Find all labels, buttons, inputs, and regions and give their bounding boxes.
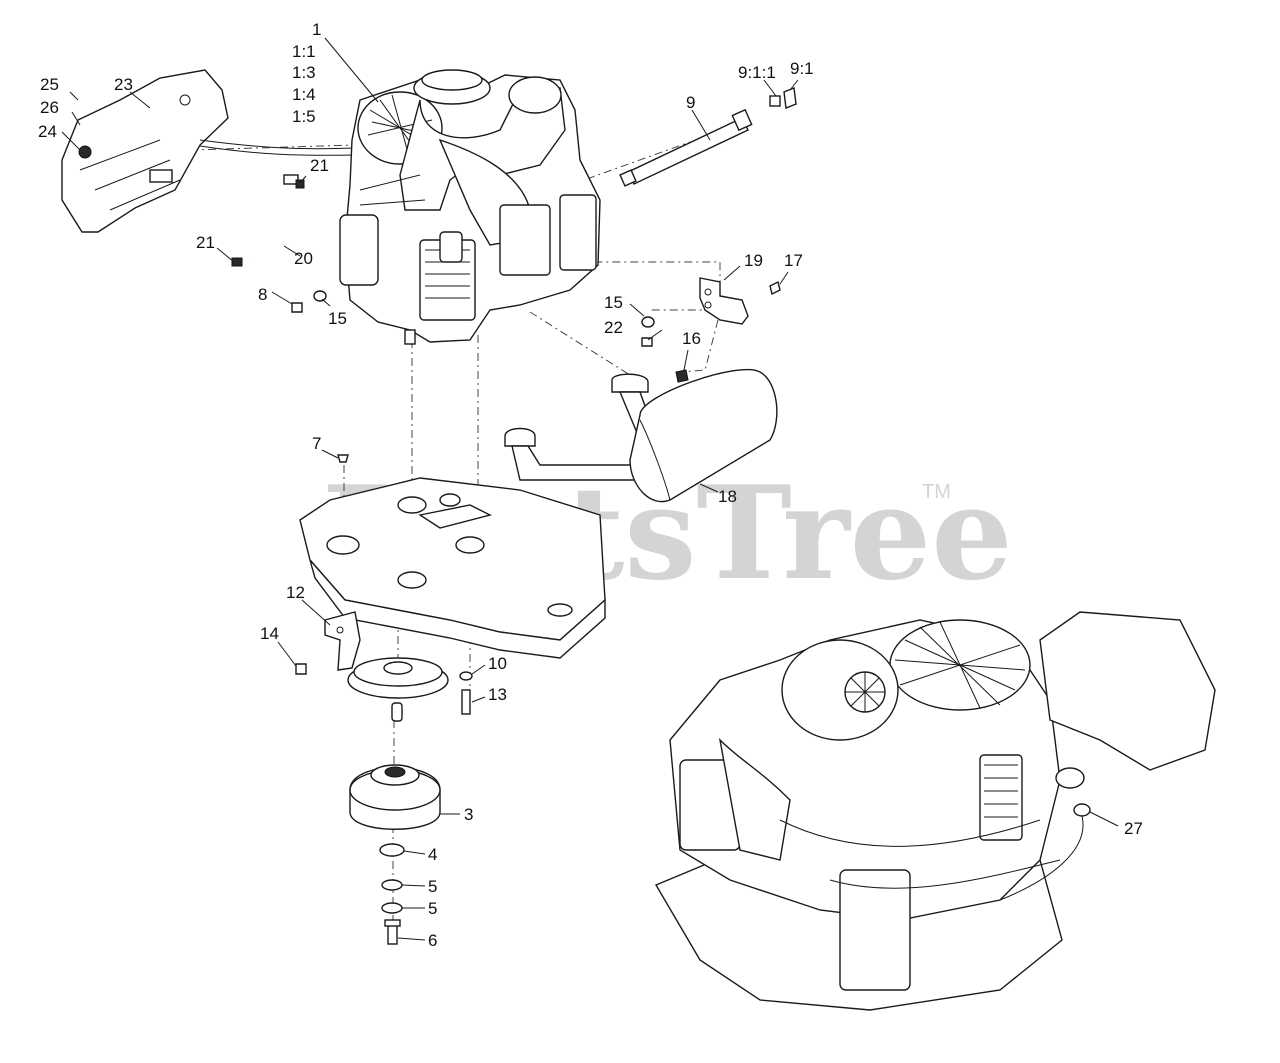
engine-assembly [339,69,601,345]
bracket-12 [295,611,361,675]
callout-20: 20 [294,249,313,268]
clutch-3 [349,764,441,945]
muffler-18 [504,368,778,503]
deck-plate [299,454,606,659]
callout-1: 1 [312,20,321,39]
callout-26: 26 [40,98,59,117]
callout-18: 18 [718,487,737,506]
engine-hardware [291,290,327,313]
clamp-21-upper [295,179,305,189]
callout-5-upper: 5 [428,877,437,896]
bolt-7 [337,454,349,463]
callout-27: 27 [1124,819,1143,838]
callout-5-lower: 5 [428,899,437,918]
callout-25: 25 [40,75,59,94]
callout-8: 8 [258,285,267,304]
callout-1-4: 1:4 [292,85,316,104]
leader-lines [61,37,1119,941]
callout-7: 7 [312,434,321,453]
callout-14: 14 [260,624,279,643]
callout-16: 16 [682,329,701,348]
callout-9-1-1: 9:1:1 [738,63,776,82]
fitting-9-1 [783,87,797,109]
callout-19: 19 [744,251,763,270]
callout-6: 6 [428,931,437,950]
callout-4: 4 [428,845,437,864]
dipstick-cap [1055,767,1085,789]
inset-engine-view [654,611,1216,1011]
fuel-line-20 [231,174,305,267]
callout-21-lower: 21 [196,233,215,252]
callout-10: 10 [488,654,507,673]
callout-17: 17 [784,251,803,270]
shaft-9 [619,87,797,187]
clamp-21-lower [231,257,243,267]
pulley [347,657,473,722]
callout-15-bracket: 15 [604,293,623,312]
inset-air-filter [781,639,899,741]
callout-9: 9 [686,93,695,112]
callout-15-engine: 15 [328,309,347,328]
knob-icon [78,145,92,159]
callout-1-5: 1:5 [292,107,316,126]
callout-12: 12 [286,583,305,602]
watermark-trademark: TM [922,481,951,503]
callout-22: 22 [604,318,623,337]
fitting-9-1-1 [769,95,781,107]
bracket-19 [641,277,781,383]
callout-9-1: 9:1 [790,59,814,78]
callout-23: 23 [114,75,133,94]
callout-3: 3 [464,805,473,824]
callout-24: 24 [38,122,57,141]
callout-13: 13 [488,685,507,704]
control-panel [61,69,356,233]
callout-1-1: 1:1 [292,42,316,61]
callout-labels: 1 1:1 1:3 1:4 1:5 25 26 24 23 21 21 20 8… [38,20,1143,950]
callout-1-3: 1:3 [292,63,316,82]
callout-21-upper: 21 [310,156,329,175]
